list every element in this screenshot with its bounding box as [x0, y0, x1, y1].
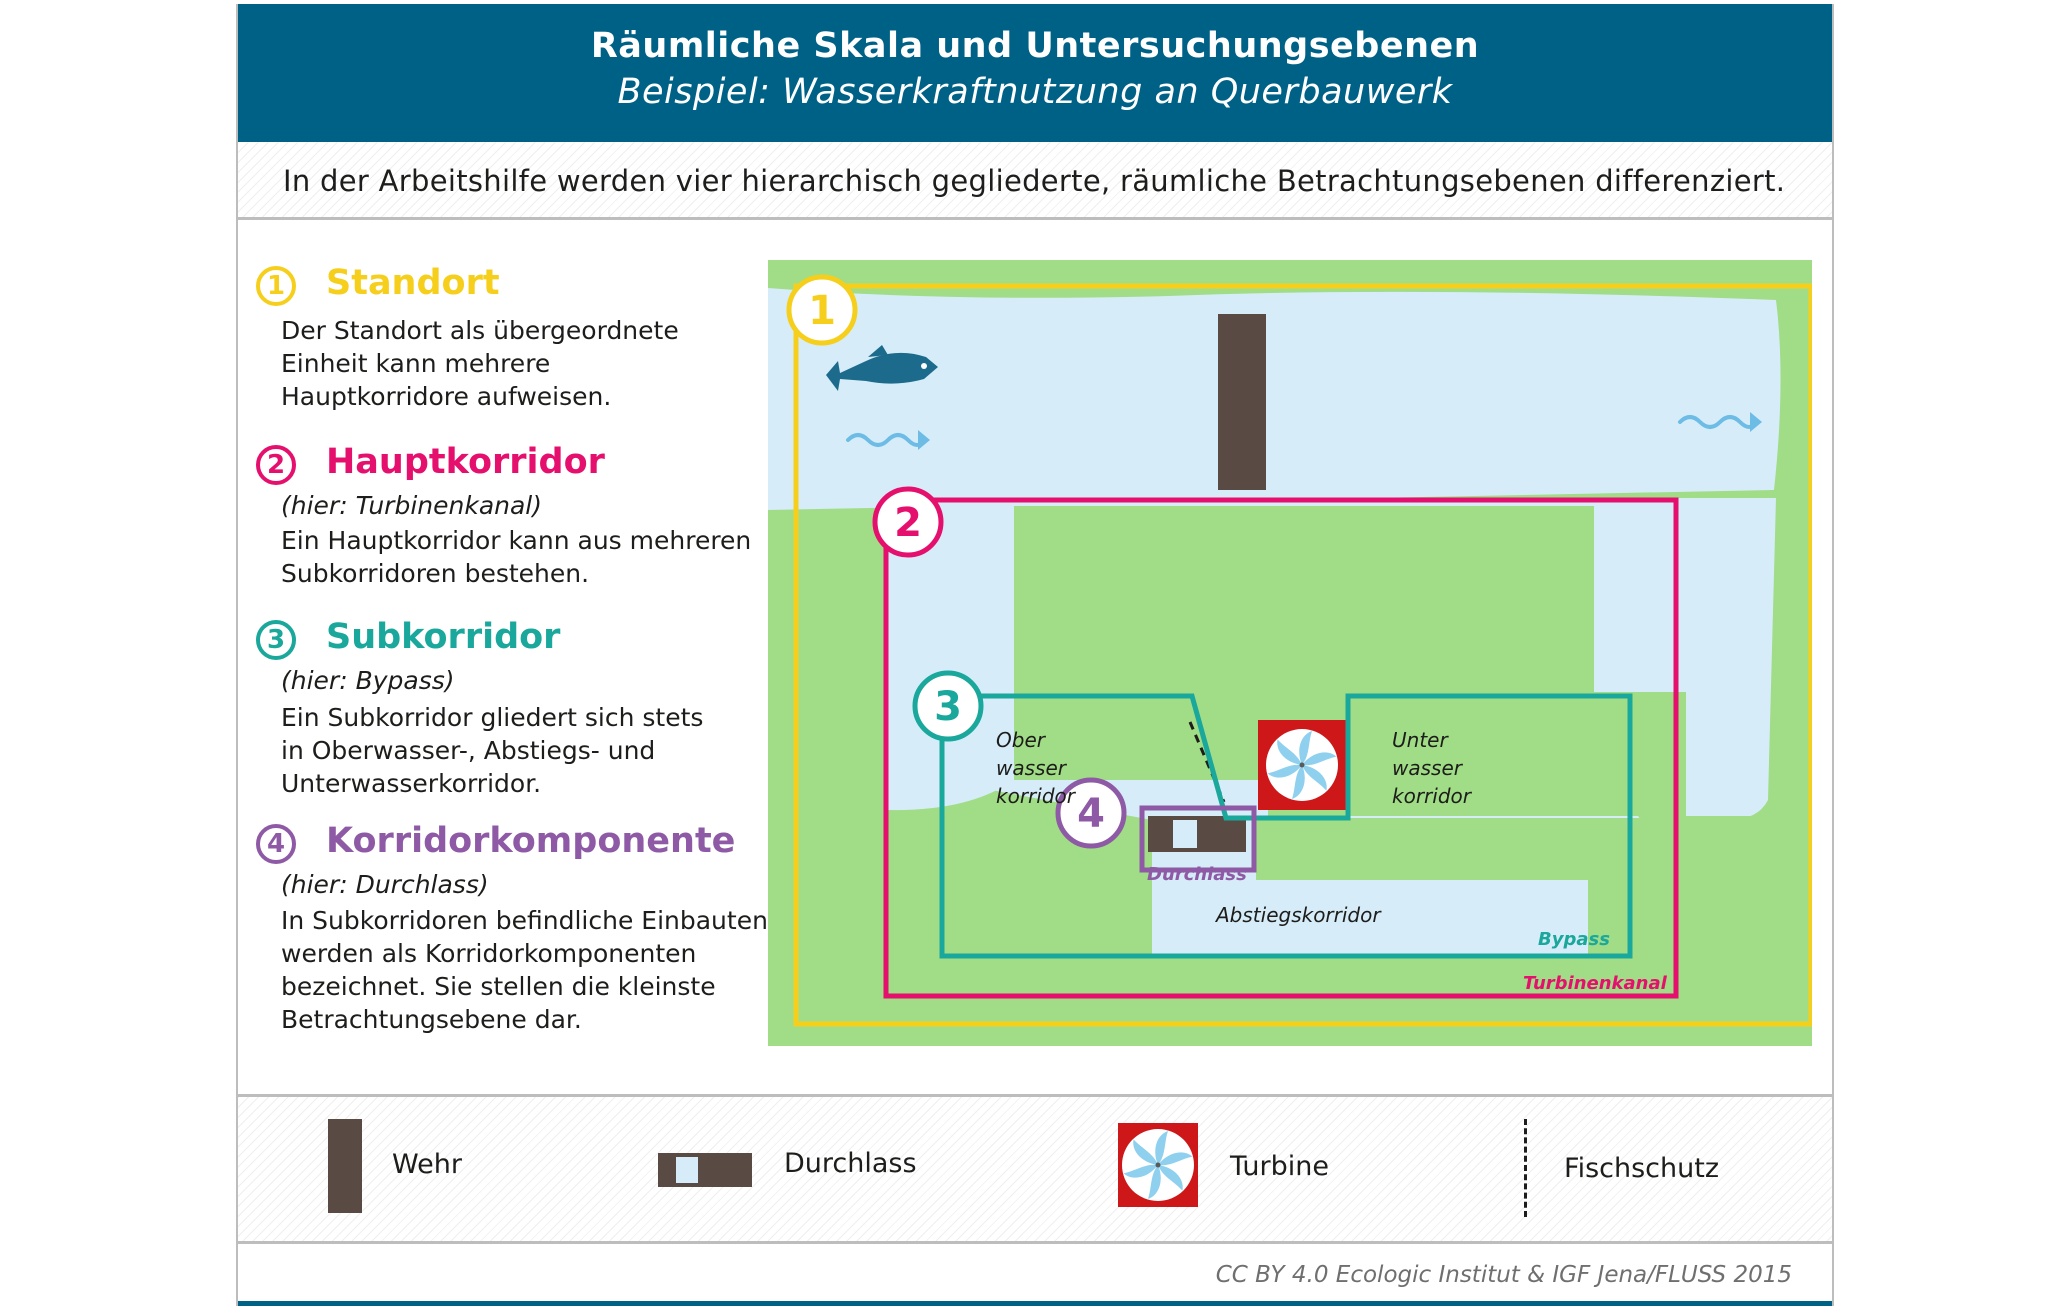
turbine-legend-icon — [1118, 1123, 1198, 1207]
outline-korridorkomponente — [1139, 805, 1257, 873]
ober-label-line-3: korridor — [996, 784, 1077, 808]
legend-turbine-label: Turbine — [1230, 1151, 1329, 1182]
level-4-desc-line-2: werden als Korridorkomponenten — [281, 939, 697, 968]
intro-text: In der Arbeitshilfe werden vier hierarch… — [283, 164, 1786, 198]
durchlass-diagram-icon — [1148, 816, 1246, 852]
level-1-desc-line-1: Der Standort als übergeordnete — [281, 316, 679, 345]
marker-4: 4 — [1055, 777, 1127, 849]
durchlass-label: Durchlass — [1147, 864, 1247, 885]
flow-arrow-left-icon — [846, 430, 930, 450]
wehr-legend-icon — [328, 1119, 362, 1213]
level-2-desc-line-1: Ein Hauptkorridor kann aus mehreren — [281, 526, 752, 555]
level-4-name: Korridorkomponente — [326, 821, 736, 861]
header-banner: Räumliche Skala und Untersuchungsebenen … — [238, 4, 1832, 142]
level-2-subtitle: (hier: Turbinenkanal) — [281, 491, 542, 520]
abstieg-label: Abstiegskorridor — [1214, 903, 1382, 927]
river — [768, 288, 1781, 510]
svg-text:4: 4 — [1077, 791, 1105, 837]
level-4-desc-line-3: bezeichnet. Sie stellen die kleinste — [281, 972, 716, 1001]
infographic-frame: Räumliche Skala und Untersuchungsebenen … — [236, 4, 1834, 1306]
ober-label-line-1: Ober — [996, 728, 1047, 752]
bypass-land-mid — [1256, 818, 1684, 880]
level-1-desc-line-2: Einheit kann mehrere — [281, 349, 551, 378]
level-3-name: Subkorridor — [326, 617, 561, 657]
turbinenkanal-label: Turbinenkanal — [1523, 973, 1668, 994]
level-4-subtitle: (hier: Durchlass) — [281, 870, 489, 899]
level-2-name: Hauptkorridor — [326, 442, 605, 482]
turbine-diagram-icon — [1258, 720, 1346, 810]
svg-text:3: 3 — [934, 684, 962, 730]
fischschutz-legend-icon — [1524, 1119, 1527, 1217]
marker-2: 2 — [872, 486, 944, 558]
weir — [1218, 314, 1266, 490]
level-3-desc-line-1: Ein Subkorridor gliedert sich stets — [281, 703, 704, 732]
outline-hauptkorridor — [883, 497, 1679, 999]
credit-band: CC BY 4.0 Ecologic Institut & IGF Jena/F… — [238, 1244, 1832, 1306]
level-4-desc-line-4: Betrachtungsebene dar. — [281, 1005, 582, 1034]
unter-label-line-2: wasser — [1392, 756, 1464, 780]
site-diagram: 1 2 3 4 Ober wasser korridor Unter wasse… — [768, 260, 1812, 1046]
level-3-desc-line-2: in Oberwasser-, Abstiegs- und — [281, 736, 656, 765]
outline-subkorridor — [939, 693, 1633, 959]
canal-water-left — [886, 498, 1014, 811]
marker-3: 3 — [912, 670, 984, 742]
level-2-number: 2 — [256, 445, 296, 485]
fish-icon — [826, 345, 938, 391]
legend-fischschutz-label: Fischschutz — [1564, 1153, 1719, 1184]
legend-wehr-label: Wehr — [392, 1149, 462, 1180]
bypass-label: Bypass — [1538, 929, 1610, 950]
credit-text: CC BY 4.0 Ecologic Institut & IGF Jena/F… — [1215, 1262, 1792, 1288]
canal-island — [1014, 506, 1594, 720]
page-title: Räumliche Skala und Untersuchungsebenen — [590, 26, 1480, 66]
svg-text:1: 1 — [808, 288, 836, 334]
level-3-number: 3 — [256, 620, 296, 660]
unter-label-line-3: korridor — [1392, 784, 1473, 808]
level-2-desc-line-2: Subkorridoren bestehen. — [281, 559, 590, 588]
durchlass-legend-icon — [658, 1153, 752, 1187]
page-subtitle: Beispiel: Wasserkraftnutzung an Querbauw… — [617, 72, 1453, 112]
legend-durchlass-label: Durchlass — [784, 1148, 917, 1179]
level-4-desc-line-1: In Subkorridoren befindliche Einbauten — [281, 906, 768, 935]
ober-label-line-2: wasser — [996, 756, 1068, 780]
svg-text:2: 2 — [894, 500, 922, 546]
level-1-number: 1 — [256, 266, 296, 306]
level-4-number: 4 — [256, 824, 296, 864]
legend: Wehr Durchlass Turbine Fischschutz — [238, 1094, 1832, 1244]
outline-standort — [793, 283, 1812, 1027]
level-1-desc-line-3: Hauptkorridore aufweisen. — [281, 382, 612, 411]
land-right-edge — [1638, 260, 1812, 1046]
intro-band: In der Arbeitshilfe werden vier hierarch… — [238, 142, 1832, 220]
level-3-desc-line-3: Unterwasserkorridor. — [281, 769, 542, 798]
marker-1: 1 — [786, 274, 858, 346]
level-3-subtitle: (hier: Bypass) — [281, 666, 455, 695]
flow-arrow-right-icon — [1678, 412, 1762, 432]
level-1-name: Standort — [326, 263, 500, 303]
unter-label-line-1: Unter — [1392, 728, 1449, 752]
